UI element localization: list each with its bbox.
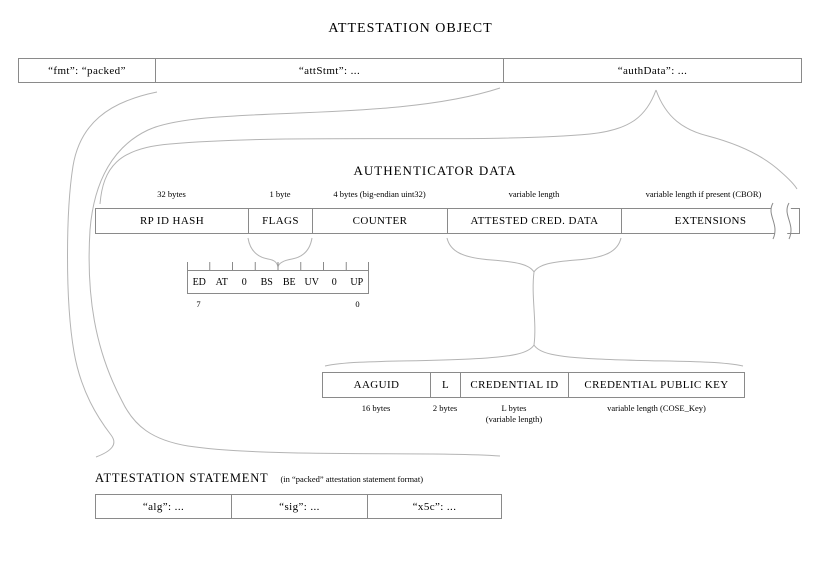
credential-id-box: CREDENTIAL ID: [461, 373, 569, 397]
size-label-credential-id: L bytes (variable length): [485, 403, 543, 425]
authdata-brace: [99, 89, 798, 205]
flags-brace: [247, 237, 313, 268]
extensions-box: EXTENSIONS: [674, 215, 747, 227]
size-label-aaguid: 16 bytes: [361, 403, 391, 413]
x5c-field-box: “x5c”: ...: [412, 500, 457, 513]
attested-cred-data-box: ATTESTED CRED. DATA: [448, 209, 622, 233]
flags-bit0-label: 0: [355, 299, 360, 309]
alg-field-box: “alg”: ...: [96, 495, 232, 518]
diagram-title: ATTESTATION OBJECT: [328, 21, 493, 36]
size-label-flags: 1 byte: [269, 189, 291, 199]
size-label-attested-cred-data: variable length: [508, 189, 560, 199]
credential-public-key-box: CREDENTIAL PUBLIC KEY: [584, 379, 729, 391]
aaguid-box: AAGUID: [323, 373, 431, 397]
flag-bit-at: AT: [215, 276, 228, 288]
size-label-counter: 4 bytes (big-endian uint32): [333, 189, 426, 199]
authdata-field-box: “authData”: ...: [617, 64, 688, 77]
attestation-statement-row: “alg”: ... “sig”: ... “x5c”: ...: [95, 494, 502, 519]
attestation-statement-heading: ATTESTATION STATEMENT (in “packed” attes…: [95, 471, 423, 486]
authenticator-data-row: RP ID HASH FLAGS COUNTER ATTESTED CRED. …: [95, 208, 800, 234]
size-label-length: 2 bytes: [432, 403, 458, 413]
sig-field-box: “sig”: ...: [232, 495, 368, 518]
rp-id-hash-box: RP ID HASH: [96, 209, 249, 233]
flags-box: FLAGS: [249, 209, 313, 233]
size-label-rp-id-hash: 32 bytes: [157, 189, 186, 199]
flags-bit7-label: 7: [196, 299, 201, 309]
flag-bit-up: UP: [350, 276, 364, 288]
flags-bit-box: ED AT 0 BS BE UV 0 UP: [187, 270, 369, 294]
flag-bit-uv: UV: [304, 276, 319, 288]
flag-bit-bs: BS: [260, 276, 273, 288]
counter-box: COUNTER: [313, 209, 448, 233]
attested-cred-data-brace: [324, 237, 744, 367]
flag-bit-zero-1: 0: [331, 276, 337, 288]
flag-bit-ed: ED: [192, 276, 206, 288]
attstmt-field-box: “attStmt”: ...: [156, 59, 504, 82]
authenticator-data-title: AUTHENTICATOR DATA: [353, 163, 517, 178]
attestation-object-row: “fmt”: “packed” “attStmt”: ... “authData…: [18, 58, 802, 83]
attestation-statement-title: ATTESTATION STATEMENT: [95, 471, 269, 485]
attested-credential-data-row: AAGUID L CREDENTIAL ID CREDENTIAL PUBLIC…: [322, 372, 745, 398]
length-box: L: [431, 373, 461, 397]
size-label-extensions: variable length if present (CBOR): [645, 189, 762, 199]
flag-bit-zero-5: 0: [241, 276, 247, 288]
attestation-statement-subtitle: (in “packed” attestation statement forma…: [280, 474, 424, 484]
fmt-field-box: “fmt”: “packed”: [19, 59, 156, 82]
flag-bit-be: BE: [282, 276, 296, 288]
size-label-credential-public-key: variable length (COSE_Key): [607, 403, 706, 413]
